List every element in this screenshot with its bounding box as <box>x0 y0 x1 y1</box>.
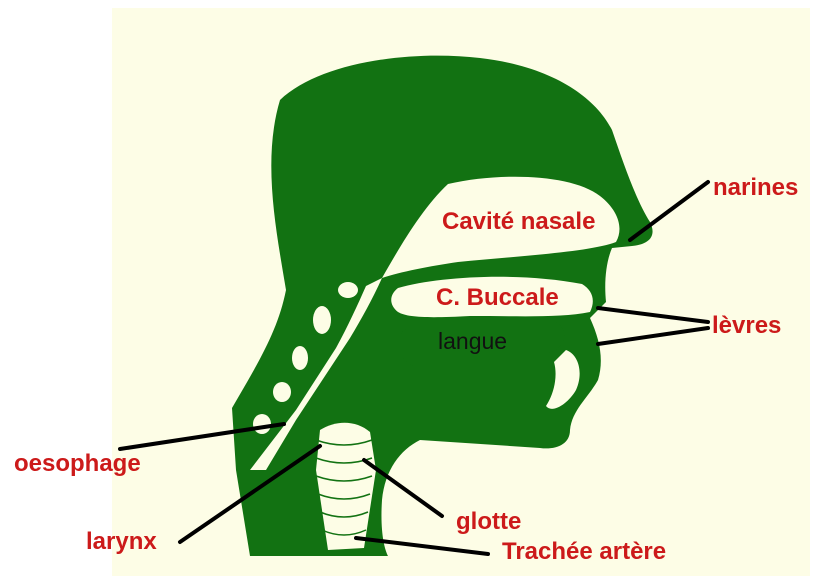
label-levres: lèvres <box>712 314 781 338</box>
label-larynx: larynx <box>86 530 157 554</box>
label-trachee: Trachée artère <box>502 540 666 564</box>
label-oesophage: oesophage <box>14 452 141 476</box>
label-cavite-nasale: Cavité nasale <box>442 210 595 234</box>
label-langue: langue <box>438 330 507 353</box>
label-narines: narines <box>713 176 798 200</box>
label-glotte: glotte <box>456 510 521 534</box>
label-c-buccale: C. Buccale <box>436 286 559 310</box>
